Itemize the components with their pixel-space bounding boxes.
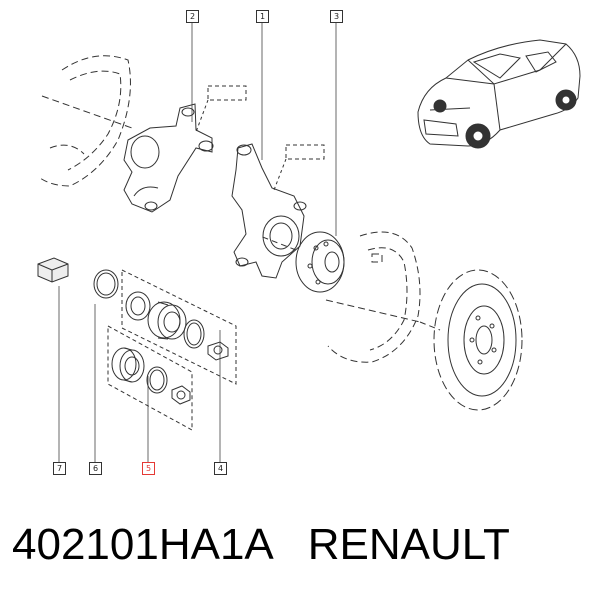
bearing-kit-5 xyxy=(107,325,193,431)
callout-4[interactable]: 4 xyxy=(214,462,227,475)
brake-disc xyxy=(419,269,523,411)
callout-3[interactable]: 3 xyxy=(330,10,343,23)
callout-6[interactable]: 6 xyxy=(89,462,102,475)
callout-7[interactable]: 7 xyxy=(53,462,66,475)
callout-2[interactable]: 2 xyxy=(186,10,199,23)
steering-knuckle-1 xyxy=(231,143,325,279)
right-dust-shield xyxy=(325,231,421,363)
brand-name: RENAULT xyxy=(307,520,510,569)
wheel-hub-3 xyxy=(259,231,345,293)
car-illustration xyxy=(417,39,581,149)
leader-lines xyxy=(58,21,337,462)
part-caption: 402101HA1A RENAULT xyxy=(12,516,510,574)
parts-diagram: 2 1 3 7 6 5 4 xyxy=(37,10,581,475)
steering-knuckle-2 xyxy=(123,85,247,213)
part-number: 402101HA1A xyxy=(12,520,274,569)
grease-pack-7 xyxy=(37,257,69,283)
callout-1[interactable]: 1 xyxy=(256,10,269,23)
callout-5[interactable]: 5 xyxy=(142,462,155,475)
bearing-kit-4 xyxy=(93,269,237,385)
left-dust-shield xyxy=(39,55,133,187)
exploded-view-drawing xyxy=(37,21,581,462)
